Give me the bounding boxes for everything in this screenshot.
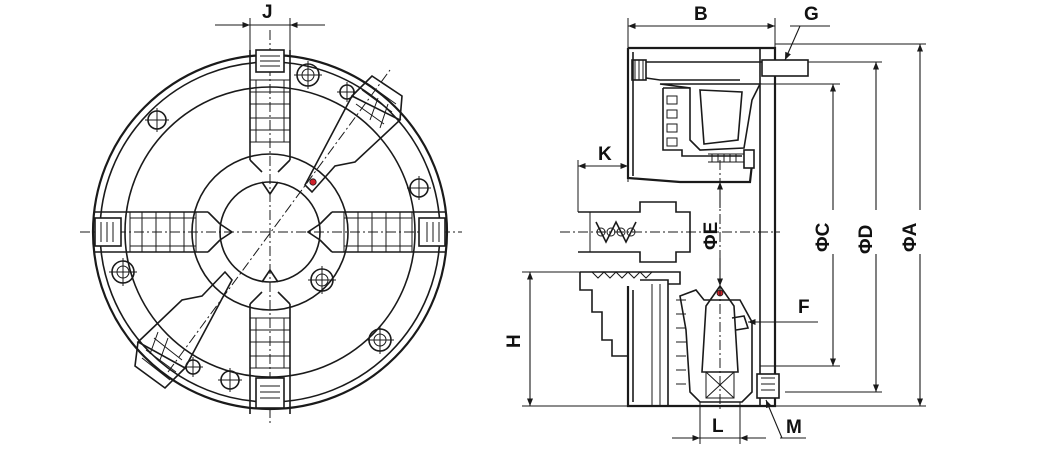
front-view: J bbox=[80, 2, 462, 425]
dimension-h: H bbox=[504, 271, 628, 407]
dimension-k: K bbox=[577, 144, 629, 212]
mounting-hole-7 bbox=[366, 326, 394, 354]
dimension-j: J bbox=[215, 2, 325, 50]
dimension-b: B bbox=[627, 4, 776, 48]
mounting-hole-8 bbox=[218, 368, 242, 392]
mounting-hole-4 bbox=[407, 176, 431, 200]
dimension-phi-d: ΦD bbox=[785, 61, 882, 393]
label-l: L bbox=[712, 416, 724, 437]
top-jaw-assembly bbox=[631, 59, 809, 169]
label-b: B bbox=[694, 4, 708, 25]
jaw-diagonal-lower bbox=[134, 270, 233, 390]
jaw-right bbox=[319, 211, 446, 253]
jaw-bottom bbox=[249, 291, 291, 414]
dimension-l: L bbox=[672, 402, 766, 444]
mounting-hole-2 bbox=[145, 108, 169, 132]
mounting-hole-1 bbox=[294, 61, 322, 89]
mounting-hole-9 bbox=[183, 357, 203, 377]
label-f: F bbox=[798, 297, 810, 318]
bore-notches bbox=[219, 181, 321, 283]
body-outline bbox=[626, 48, 754, 184]
label-phi-c: ΦC bbox=[813, 222, 834, 252]
label-m: M bbox=[786, 417, 802, 438]
label-h: H bbox=[504, 334, 525, 348]
dimension-phi-a: ΦA bbox=[775, 43, 926, 407]
jaw-marker-upper bbox=[309, 178, 317, 186]
dimension-phi-e: ΦE bbox=[701, 182, 724, 286]
jaw-top bbox=[249, 49, 291, 173]
label-phi-a: ΦA bbox=[900, 222, 921, 252]
dimension-g: G bbox=[784, 4, 830, 61]
diagonal-center-line-a bbox=[167, 69, 391, 373]
dimension-m: M bbox=[765, 399, 806, 439]
bottom-jaw-assembly bbox=[579, 271, 780, 406]
mounting-hole-6 bbox=[308, 266, 336, 294]
label-g: G bbox=[804, 4, 819, 25]
label-phi-d: ΦD bbox=[856, 225, 877, 254]
label-phi-e: ΦE bbox=[701, 222, 722, 250]
dimension-phi-c: ΦC bbox=[760, 83, 840, 367]
center-bolt bbox=[560, 201, 780, 263]
mounting-hole-5 bbox=[109, 258, 137, 286]
jaw-left bbox=[94, 211, 221, 253]
label-j: J bbox=[262, 2, 273, 23]
mounting-hole-3 bbox=[337, 82, 357, 102]
dimension-f: F bbox=[748, 297, 818, 326]
mounting-holes bbox=[109, 61, 431, 392]
side-view: B G K ΦE ΦC bbox=[504, 4, 926, 444]
label-k: K bbox=[598, 144, 612, 165]
